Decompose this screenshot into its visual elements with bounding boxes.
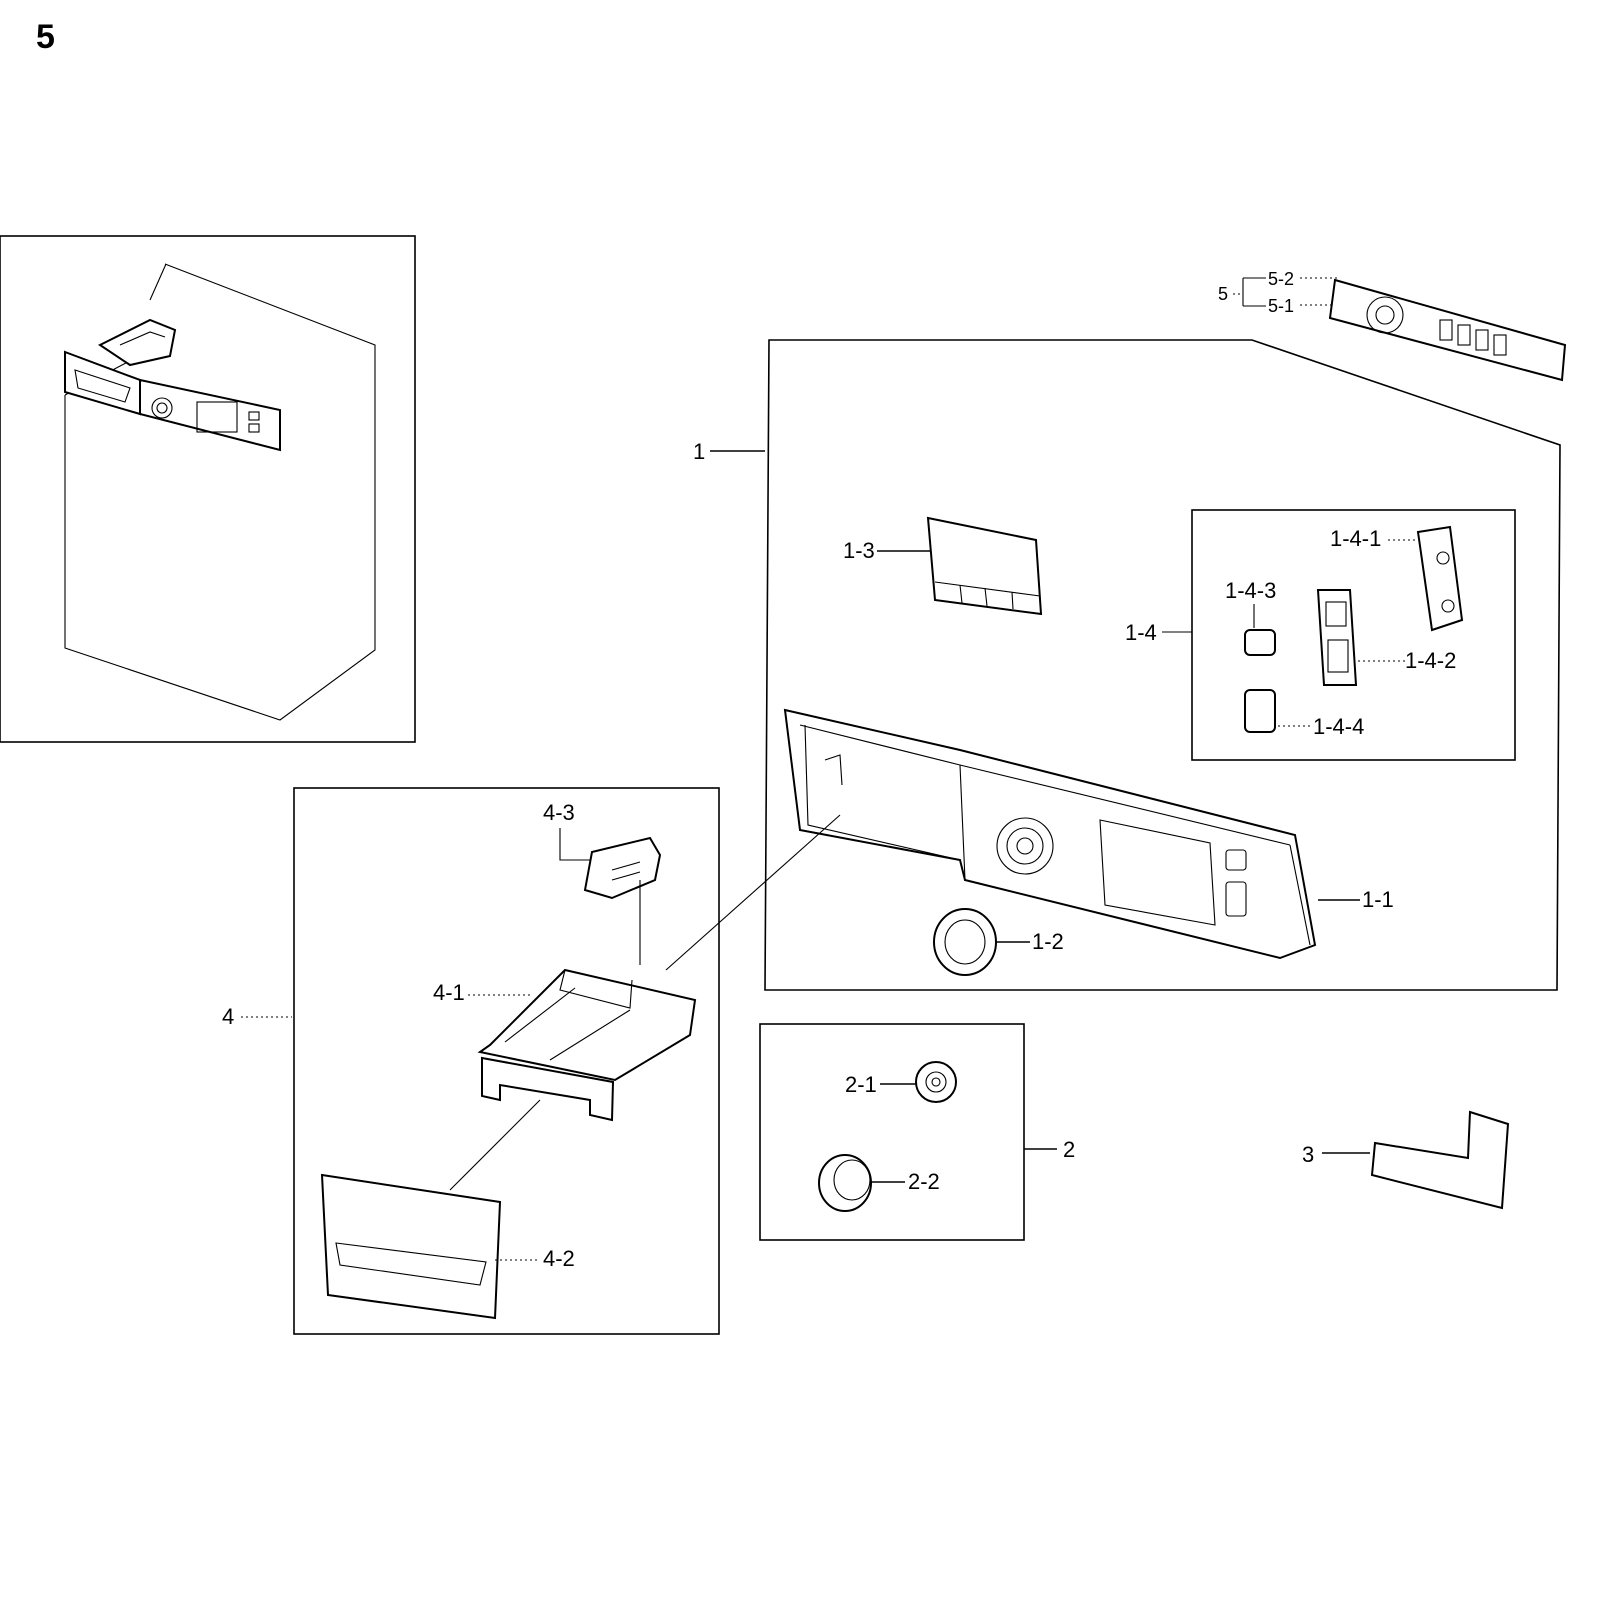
label-1-3: 1-3 (843, 538, 875, 563)
part-5-callout: 5 5-2 5-1 (1218, 269, 1567, 382)
label-1: 1 (693, 439, 705, 464)
drawer-handle-4-2 (320, 1173, 502, 1320)
label-5-1: 5-1 (1268, 296, 1294, 316)
display-window-1-3 (926, 516, 1043, 616)
label-4-2: 4-2 (543, 1246, 575, 1271)
knob-cap-2-2 (818, 1154, 872, 1212)
label-2-2: 2-2 (908, 1169, 940, 1194)
label-5: 5 (1218, 284, 1228, 304)
washer-overview-box (0, 235, 416, 743)
button-holder-1-4-1 (1416, 525, 1464, 632)
button-frame-1-4-2 (1316, 589, 1358, 686)
label-2: 2 (1063, 1137, 1075, 1162)
label-3: 3 (1302, 1142, 1314, 1167)
drawer-to-panel-line (665, 814, 841, 971)
part-3-callout: 3 (1302, 1110, 1510, 1210)
pcb-assembly (1328, 278, 1567, 382)
drawer-body-4-1 (477, 968, 697, 1122)
label-2-1: 2-1 (845, 1072, 877, 1097)
page-number: 5 (36, 18, 55, 56)
label-4: 4 (222, 1004, 234, 1029)
knob-core-2-1 (915, 1061, 957, 1103)
label-1-4-2: 1-4-2 (1405, 648, 1456, 673)
button-1-4-4 (1244, 689, 1276, 733)
knob-ring-1-2 (933, 908, 997, 976)
softener-cap-4-3 (583, 836, 662, 900)
washer-illustration (64, 263, 376, 721)
part-4-box: 4 4-3 4-1 4-2 (222, 787, 720, 1335)
label-5-2: 5-2 (1268, 269, 1294, 289)
label-4-3: 4-3 (543, 800, 575, 825)
label-4-1: 4-1 (433, 980, 465, 1005)
label-sheet-3 (1370, 1110, 1510, 1210)
button-1-4-3 (1244, 629, 1276, 656)
label-1-4-1: 1-4-1 (1330, 526, 1381, 551)
label-1-4-4: 1-4-4 (1313, 714, 1364, 739)
label-1-4-3: 1-4-3 (1225, 578, 1276, 603)
label-1-1: 1-1 (1362, 887, 1394, 912)
part-1-box: 1 1-3 1-4 1-4-1 1-4-3 (693, 339, 1561, 991)
part-2-box: 2 2-1 2-2 (759, 1023, 1075, 1241)
label-1-2: 1-2 (1032, 929, 1064, 954)
control-panel-1-1 (783, 708, 1317, 960)
label-1-4: 1-4 (1125, 620, 1157, 645)
